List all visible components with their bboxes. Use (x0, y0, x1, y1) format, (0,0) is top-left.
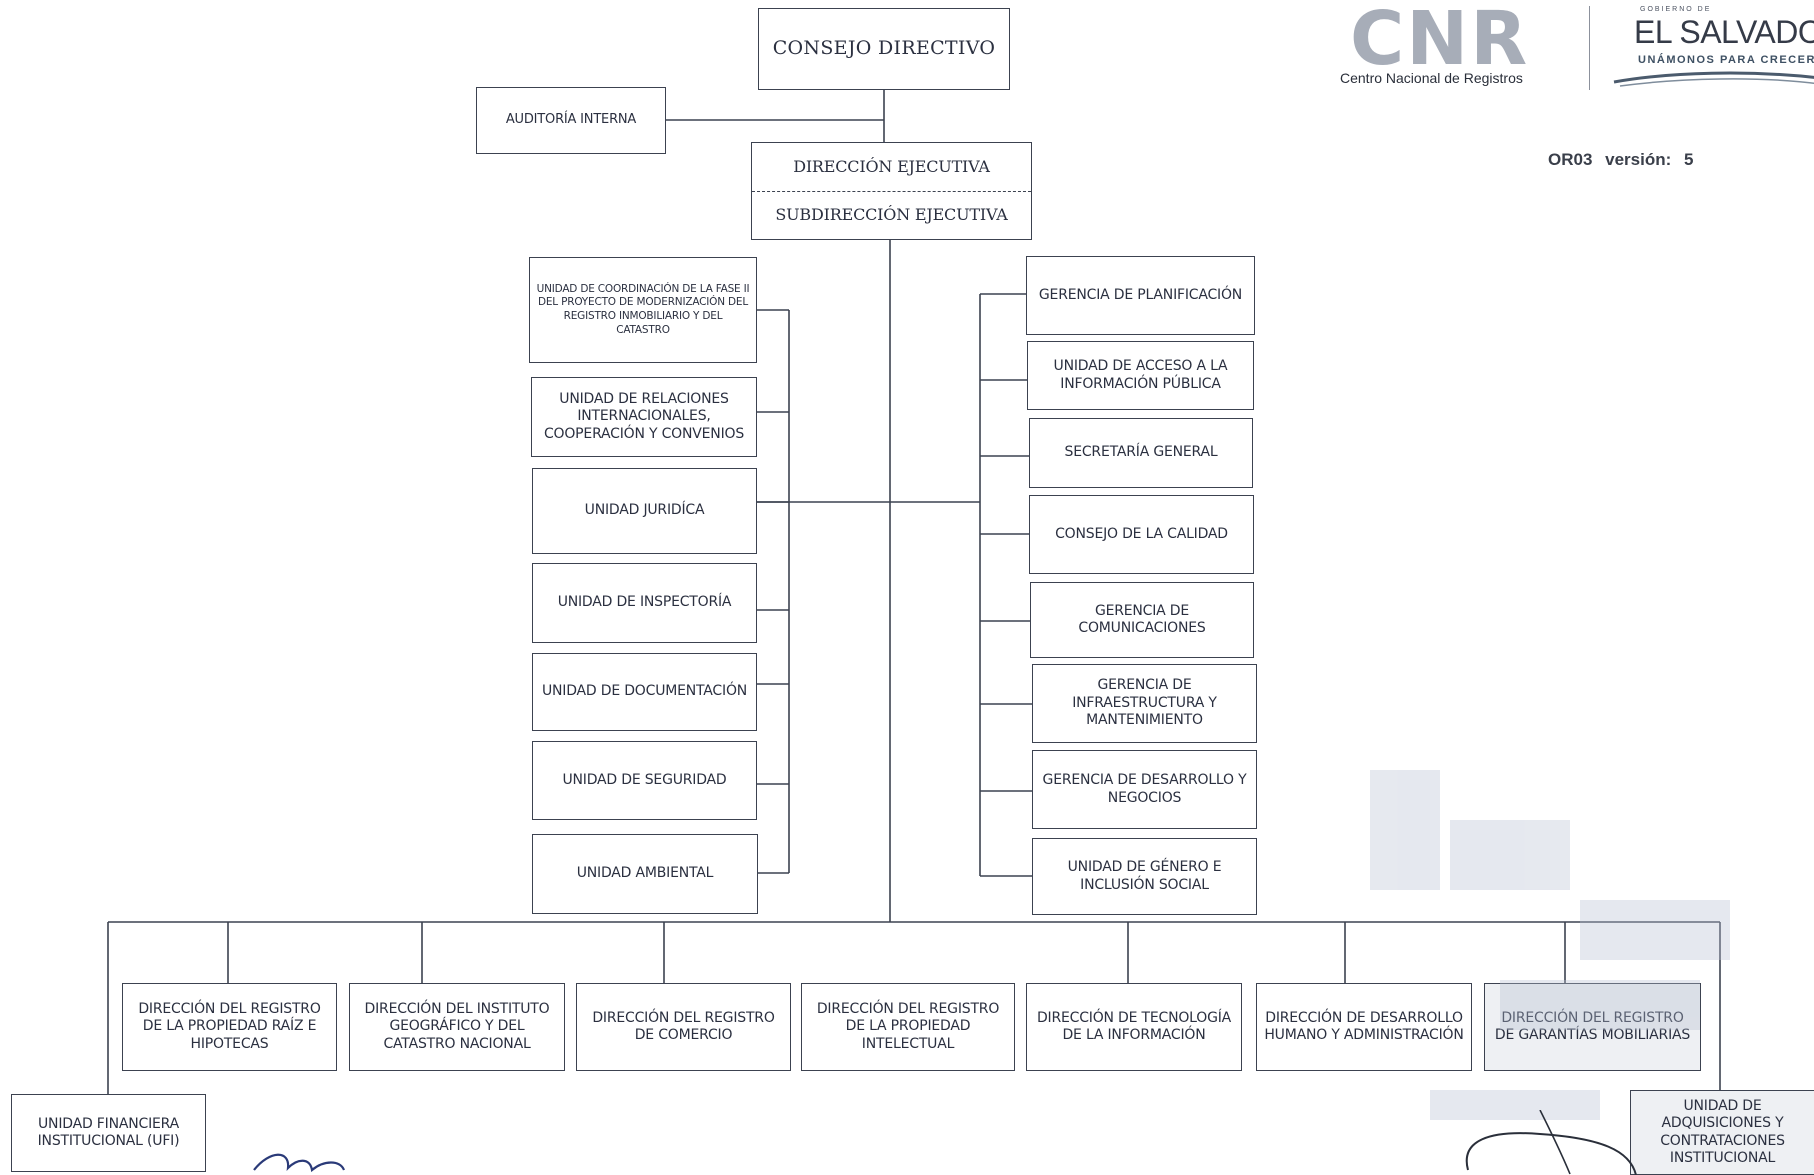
right-unit-label: GERENCIA DE INFRAESTRUCTURA Y MANTENIMIE… (1072, 677, 1217, 729)
government-label: GOBIERNO DE (1640, 6, 1712, 13)
swoosh-icon (1613, 71, 1814, 87)
right-unit-label: GERENCIA DE DESARROLLO Y NEGOCIOS (1042, 772, 1247, 806)
consejo-directivo-box: CONSEJO DIRECTIVO (758, 8, 1010, 90)
government-title: EL SALVADOR (1634, 14, 1814, 50)
stamp-mark (1370, 770, 1730, 1120)
consejo-directivo-label: CONSEJO DIRECTIVO (772, 37, 996, 60)
right-unit-label: UNIDAD DE ACCESO A LA INFORMACIÓN PÚBLIC… (1053, 358, 1228, 392)
left-unit-label: UNIDAD DE INSPECTORÍA (557, 594, 732, 611)
uaci-box: UNIDAD DE ADQUISICIONES Y CONTRATACIONES… (1630, 1090, 1814, 1175)
cnr-logo-subtitle: Centro Nacional de Registros (1340, 70, 1523, 86)
directorate-box: DIRECCIÓN DEL INSTITUTO GEOGRÁFICO Y DEL… (349, 983, 565, 1071)
left-unit-box: UNIDAD JURIDÍCA (532, 468, 757, 554)
directorate-box: DIRECCIÓN DEL REGISTRO DE LA PROPIEDAD I… (801, 983, 1015, 1071)
right-unit-box: SECRETARÍA GENERAL (1029, 418, 1253, 488)
signature-mark (1465, 1110, 1637, 1175)
left-unit-box: UNIDAD DE SEGURIDAD (532, 741, 757, 820)
right-unit-label: GERENCIA DE COMUNICACIONES (1078, 602, 1206, 637)
ufi-box: UNIDAD FINANCIERA INSTITUCIONAL (UFI) (11, 1094, 206, 1172)
left-unit-label: UNIDAD DE COORDINACIÓN DE LA FASE II DEL… (536, 282, 750, 336)
right-unit-label: GERENCIA DE PLANIFICACIÓN (1038, 286, 1243, 303)
directorate-box: DIRECCIÓN DEL REGISTRO DE GARANTÍAS MOBI… (1484, 983, 1701, 1071)
left-unit-label: UNIDAD DE DOCUMENTACIÓN (541, 683, 748, 700)
left-unit-label: UNIDAD DE SEGURIDAD (562, 771, 727, 788)
right-unit-box: GERENCIA DE INFRAESTRUCTURA Y MANTENIMIE… (1032, 664, 1257, 743)
left-unit-box: UNIDAD AMBIENTAL (532, 834, 758, 914)
subdireccion-ejecutiva-label: SUBDIRECCIÓN EJECUTIVA (775, 205, 1008, 225)
signature-mark (253, 1153, 346, 1173)
direccion-ejecutiva-label: DIRECCIÓN EJECUTIVA (752, 143, 1031, 192)
directorate-box: DIRECCIÓN DE TECNOLOGÍA DE LA INFORMACIÓ… (1026, 983, 1242, 1071)
directorate-label: DIRECCIÓN DEL INSTITUTO GEOGRÁFICO Y DEL… (364, 1000, 550, 1052)
left-unit-box: UNIDAD DE INSPECTORÍA (532, 563, 757, 643)
right-unit-label: SECRETARÍA GENERAL (1064, 444, 1218, 461)
directorate-label: DIRECCIÓN DEL REGISTRO DE GARANTÍAS MOBI… (1494, 1010, 1691, 1044)
left-unit-box: UNIDAD DE COORDINACIÓN DE LA FASE II DEL… (529, 257, 757, 363)
directorate-label: DIRECCIÓN DE TECNOLOGÍA DE LA INFORMACIÓ… (1036, 1009, 1232, 1044)
el-salvador-logo: GOBIERNO DE EL SALVADOR UNÁMONOS PARA CR… (1610, 4, 1814, 94)
ufi-label: UNIDAD FINANCIERA INSTITUCIONAL (UFI) (37, 1115, 180, 1150)
right-unit-box: GERENCIA DE PLANIFICACIÓN (1026, 256, 1255, 335)
left-unit-label: UNIDAD AMBIENTAL (576, 865, 714, 882)
directorate-box: DIRECCIÓN DE DESARROLLO HUMANO Y ADMINIS… (1256, 983, 1472, 1071)
right-unit-box: UNIDAD DE ACCESO A LA INFORMACIÓN PÚBLIC… (1027, 341, 1254, 410)
right-unit-box: CONSEJO DE LA CALIDAD (1029, 495, 1254, 574)
cnr-logo-mark: CNR (1350, 0, 1530, 82)
directorate-label: DIRECCIÓN DEL REGISTRO DE COMERCIO (592, 1009, 775, 1044)
left-unit-label: UNIDAD DE RELACIONES INTERNACIONALES, CO… (543, 390, 745, 442)
right-unit-box: GERENCIA DE COMUNICACIONES (1030, 582, 1254, 658)
right-unit-label: CONSEJO DE LA CALIDAD (1055, 525, 1228, 542)
uaci-label: UNIDAD DE ADQUISICIONES Y CONTRATACIONES… (1660, 1097, 1785, 1167)
cnr-logo: CNR Centro Nacional de Registros (1340, 0, 1580, 94)
directorate-label: DIRECCIÓN DEL REGISTRO DE LA PROPIEDAD R… (138, 1000, 321, 1052)
directorate-label: DIRECCIÓN DEL REGISTRO DE LA PROPIEDAD I… (816, 1000, 1000, 1052)
government-slogan: UNÁMONOS PARA CRECER (1638, 54, 1814, 66)
auditoria-interna-label: AUDITORÍA INTERNA (505, 112, 637, 128)
document-code: OR03 versión: 5 (1548, 150, 1694, 169)
directorate-box: DIRECCIÓN DEL REGISTRO DE LA PROPIEDAD R… (122, 983, 337, 1071)
left-unit-box: UNIDAD DE RELACIONES INTERNACIONALES, CO… (531, 377, 757, 457)
right-unit-box: UNIDAD DE GÉNERO E INCLUSIÓN SOCIAL (1032, 838, 1257, 915)
left-unit-box: UNIDAD DE DOCUMENTACIÓN (532, 653, 757, 731)
right-unit-label: UNIDAD DE GÉNERO E INCLUSIÓN SOCIAL (1067, 859, 1222, 893)
directorate-box: DIRECCIÓN DEL REGISTRO DE COMERCIO (576, 983, 791, 1071)
right-unit-box: GERENCIA DE DESARROLLO Y NEGOCIOS (1032, 750, 1257, 829)
directorate-label: DIRECCIÓN DE DESARROLLO HUMANO Y ADMINIS… (1264, 1009, 1464, 1044)
auditoria-interna-box: AUDITORÍA INTERNA (476, 87, 666, 154)
direccion-ejecutiva-box: DIRECCIÓN EJECUTIVA SUBDIRECCIÓN EJECUTI… (751, 142, 1032, 240)
left-unit-label: UNIDAD JURIDÍCA (584, 502, 705, 519)
logo-divider (1589, 6, 1590, 90)
